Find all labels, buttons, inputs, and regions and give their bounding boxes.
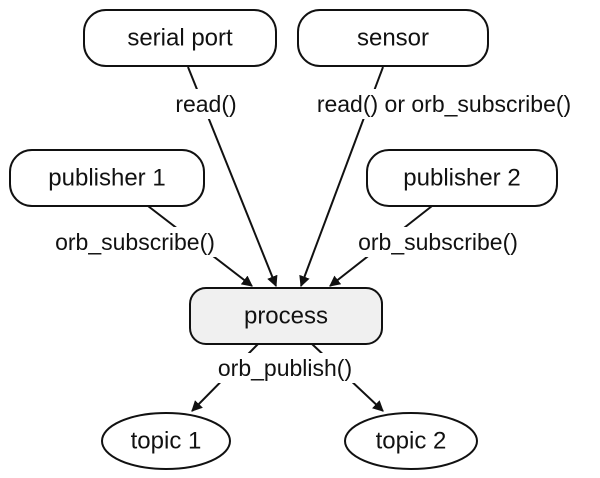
edge-label-pub2-subscribe: orb_subscribe() (341, 227, 535, 257)
node-process: process (189, 287, 383, 345)
node-publisher-1: publisher 1 (9, 149, 205, 207)
edge-label-publish: orb_publish() (205, 353, 365, 383)
edge-label-publish-text: orb_publish() (218, 355, 352, 381)
node-sensor-label: sensor (357, 25, 429, 52)
node-publisher-2-label: publisher 2 (403, 165, 520, 192)
node-topic-1-label: topic 1 (131, 428, 202, 455)
edge-label-pub2-subscribe-text: orb_subscribe() (358, 229, 518, 255)
edge-label-serial-read: read() (166, 89, 246, 119)
edge-label-sensor-read: read() or orb_subscribe() (294, 89, 594, 119)
node-topic-1: topic 1 (101, 412, 231, 470)
node-process-label: process (244, 303, 328, 330)
edge-label-serial-read-text: read() (175, 91, 236, 117)
edge-label-pub1-subscribe-text: orb_subscribe() (55, 229, 215, 255)
node-serial-port-label: serial port (127, 25, 233, 52)
edge-label-sensor-read-text: read() or orb_subscribe() (317, 91, 571, 117)
node-topic-2-label: topic 2 (376, 428, 447, 455)
edge-label-pub1-subscribe: orb_subscribe() (38, 227, 232, 257)
node-serial-port: serial port (83, 9, 277, 67)
node-topic-2: topic 2 (344, 412, 478, 470)
node-sensor: sensor (297, 9, 489, 67)
node-publisher-2: publisher 2 (366, 149, 558, 207)
node-publisher-1-label: publisher 1 (48, 165, 165, 192)
